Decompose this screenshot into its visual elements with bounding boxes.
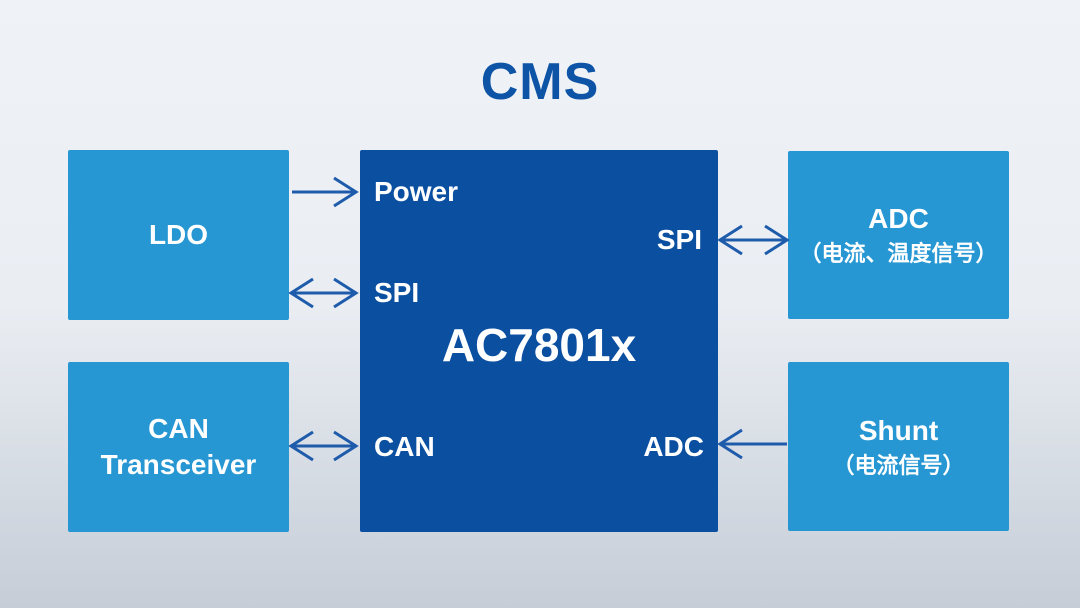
arrow-shunt-to-adc (717, 428, 787, 460)
can-transceiver-label-line1: CAN (148, 413, 209, 444)
shunt-title: Shunt (858, 414, 939, 446)
can-transceiver-label-line2: Transceiver (100, 449, 257, 480)
port-adc-label: ADC (643, 431, 704, 462)
port-power-label: Power (374, 176, 459, 207)
block-adc: ADC （电流、温度信号） (788, 151, 1009, 319)
port-spi-right-label: SPI (656, 224, 702, 255)
ac7801x-label: AC7801x (441, 319, 637, 371)
port-spi-left-label: SPI (374, 277, 420, 308)
adc-title: ADC (868, 203, 929, 234)
diagram-title: CMS (480, 53, 600, 111)
port-can-label: CAN (374, 431, 435, 462)
block-can-transceiver: CAN Transceiver (68, 362, 289, 532)
arrow-spi-adc-bidirectional (717, 224, 790, 256)
arrow-ldo-to-power (292, 176, 359, 208)
adc-subtitle: （电流、温度信号） (799, 241, 998, 266)
ldo-label: LDO (148, 219, 209, 250)
arrow-can-transceiver-bidirectional (288, 430, 359, 462)
shunt-subtitle: （电流信号） (832, 452, 965, 478)
block-shunt: Shunt （电流信号） (788, 362, 1009, 531)
block-ldo: LDO (68, 150, 289, 320)
arrow-ldo-spi-bidirectional (288, 277, 359, 309)
block-ac7801x: Power SPI CAN SPI ADC AC7801x (360, 150, 718, 532)
